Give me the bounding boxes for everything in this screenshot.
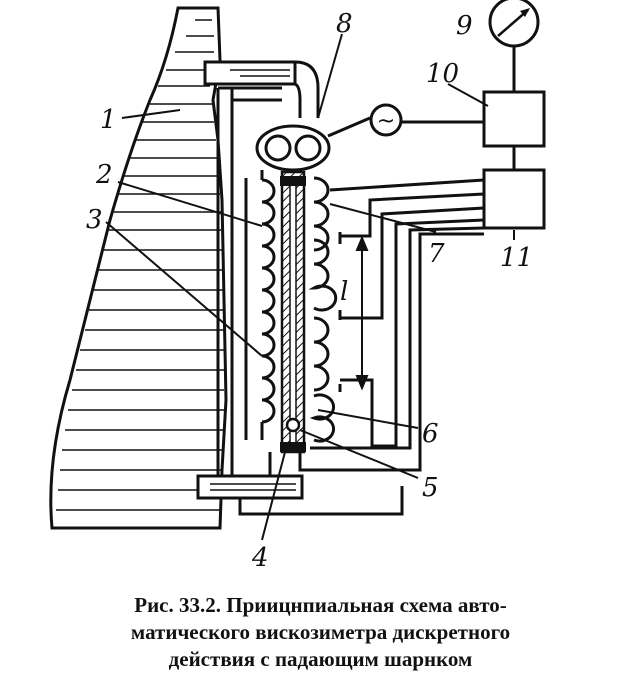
- ac-motor: ~: [327, 103, 484, 138]
- sensor-coils: [308, 176, 342, 443]
- distance-marker: [355, 235, 369, 391]
- figure-caption: Рис. 33.2. Приицнпиальная схема авто- ма…: [0, 592, 641, 673]
- caption-line-3: действия с падающим шарнком: [168, 647, 473, 671]
- label-10: 10: [426, 59, 459, 89]
- label-4: 4: [251, 543, 269, 573]
- gauge: [488, 0, 540, 48]
- label-7: 7: [428, 239, 445, 269]
- control-wiring: [238, 178, 485, 516]
- outer-jacket: [216, 86, 282, 478]
- top-pipe: [203, 60, 320, 118]
- label-6: 6: [422, 419, 439, 449]
- caption-line-1: Рис. 33.2. Приицнпиальная схема авто-: [134, 593, 507, 617]
- block-10: [482, 90, 546, 148]
- label-9: 9: [456, 11, 473, 41]
- label-11: 11: [500, 243, 533, 273]
- pump: [255, 124, 331, 172]
- leader-lines: [105, 33, 515, 541]
- liquid-tank: [49, 6, 228, 530]
- label-5: 5: [422, 473, 439, 503]
- ac-symbol: ~: [377, 109, 395, 134]
- caption-line-2: матического вискозиметра дискретного: [130, 620, 511, 644]
- measuring-tube: [280, 170, 306, 454]
- heating-coil: [244, 170, 276, 440]
- diagram-canvas: ~: [49, 0, 546, 573]
- label-2: 2: [95, 160, 113, 190]
- falling-ball: [285, 417, 301, 433]
- label-8: 8: [336, 9, 353, 39]
- label-3: 3: [86, 205, 103, 235]
- block-11: [482, 168, 546, 230]
- bottom-pipe: [196, 452, 304, 500]
- label-1: 1: [100, 105, 117, 135]
- label-distance-l: l: [340, 277, 348, 307]
